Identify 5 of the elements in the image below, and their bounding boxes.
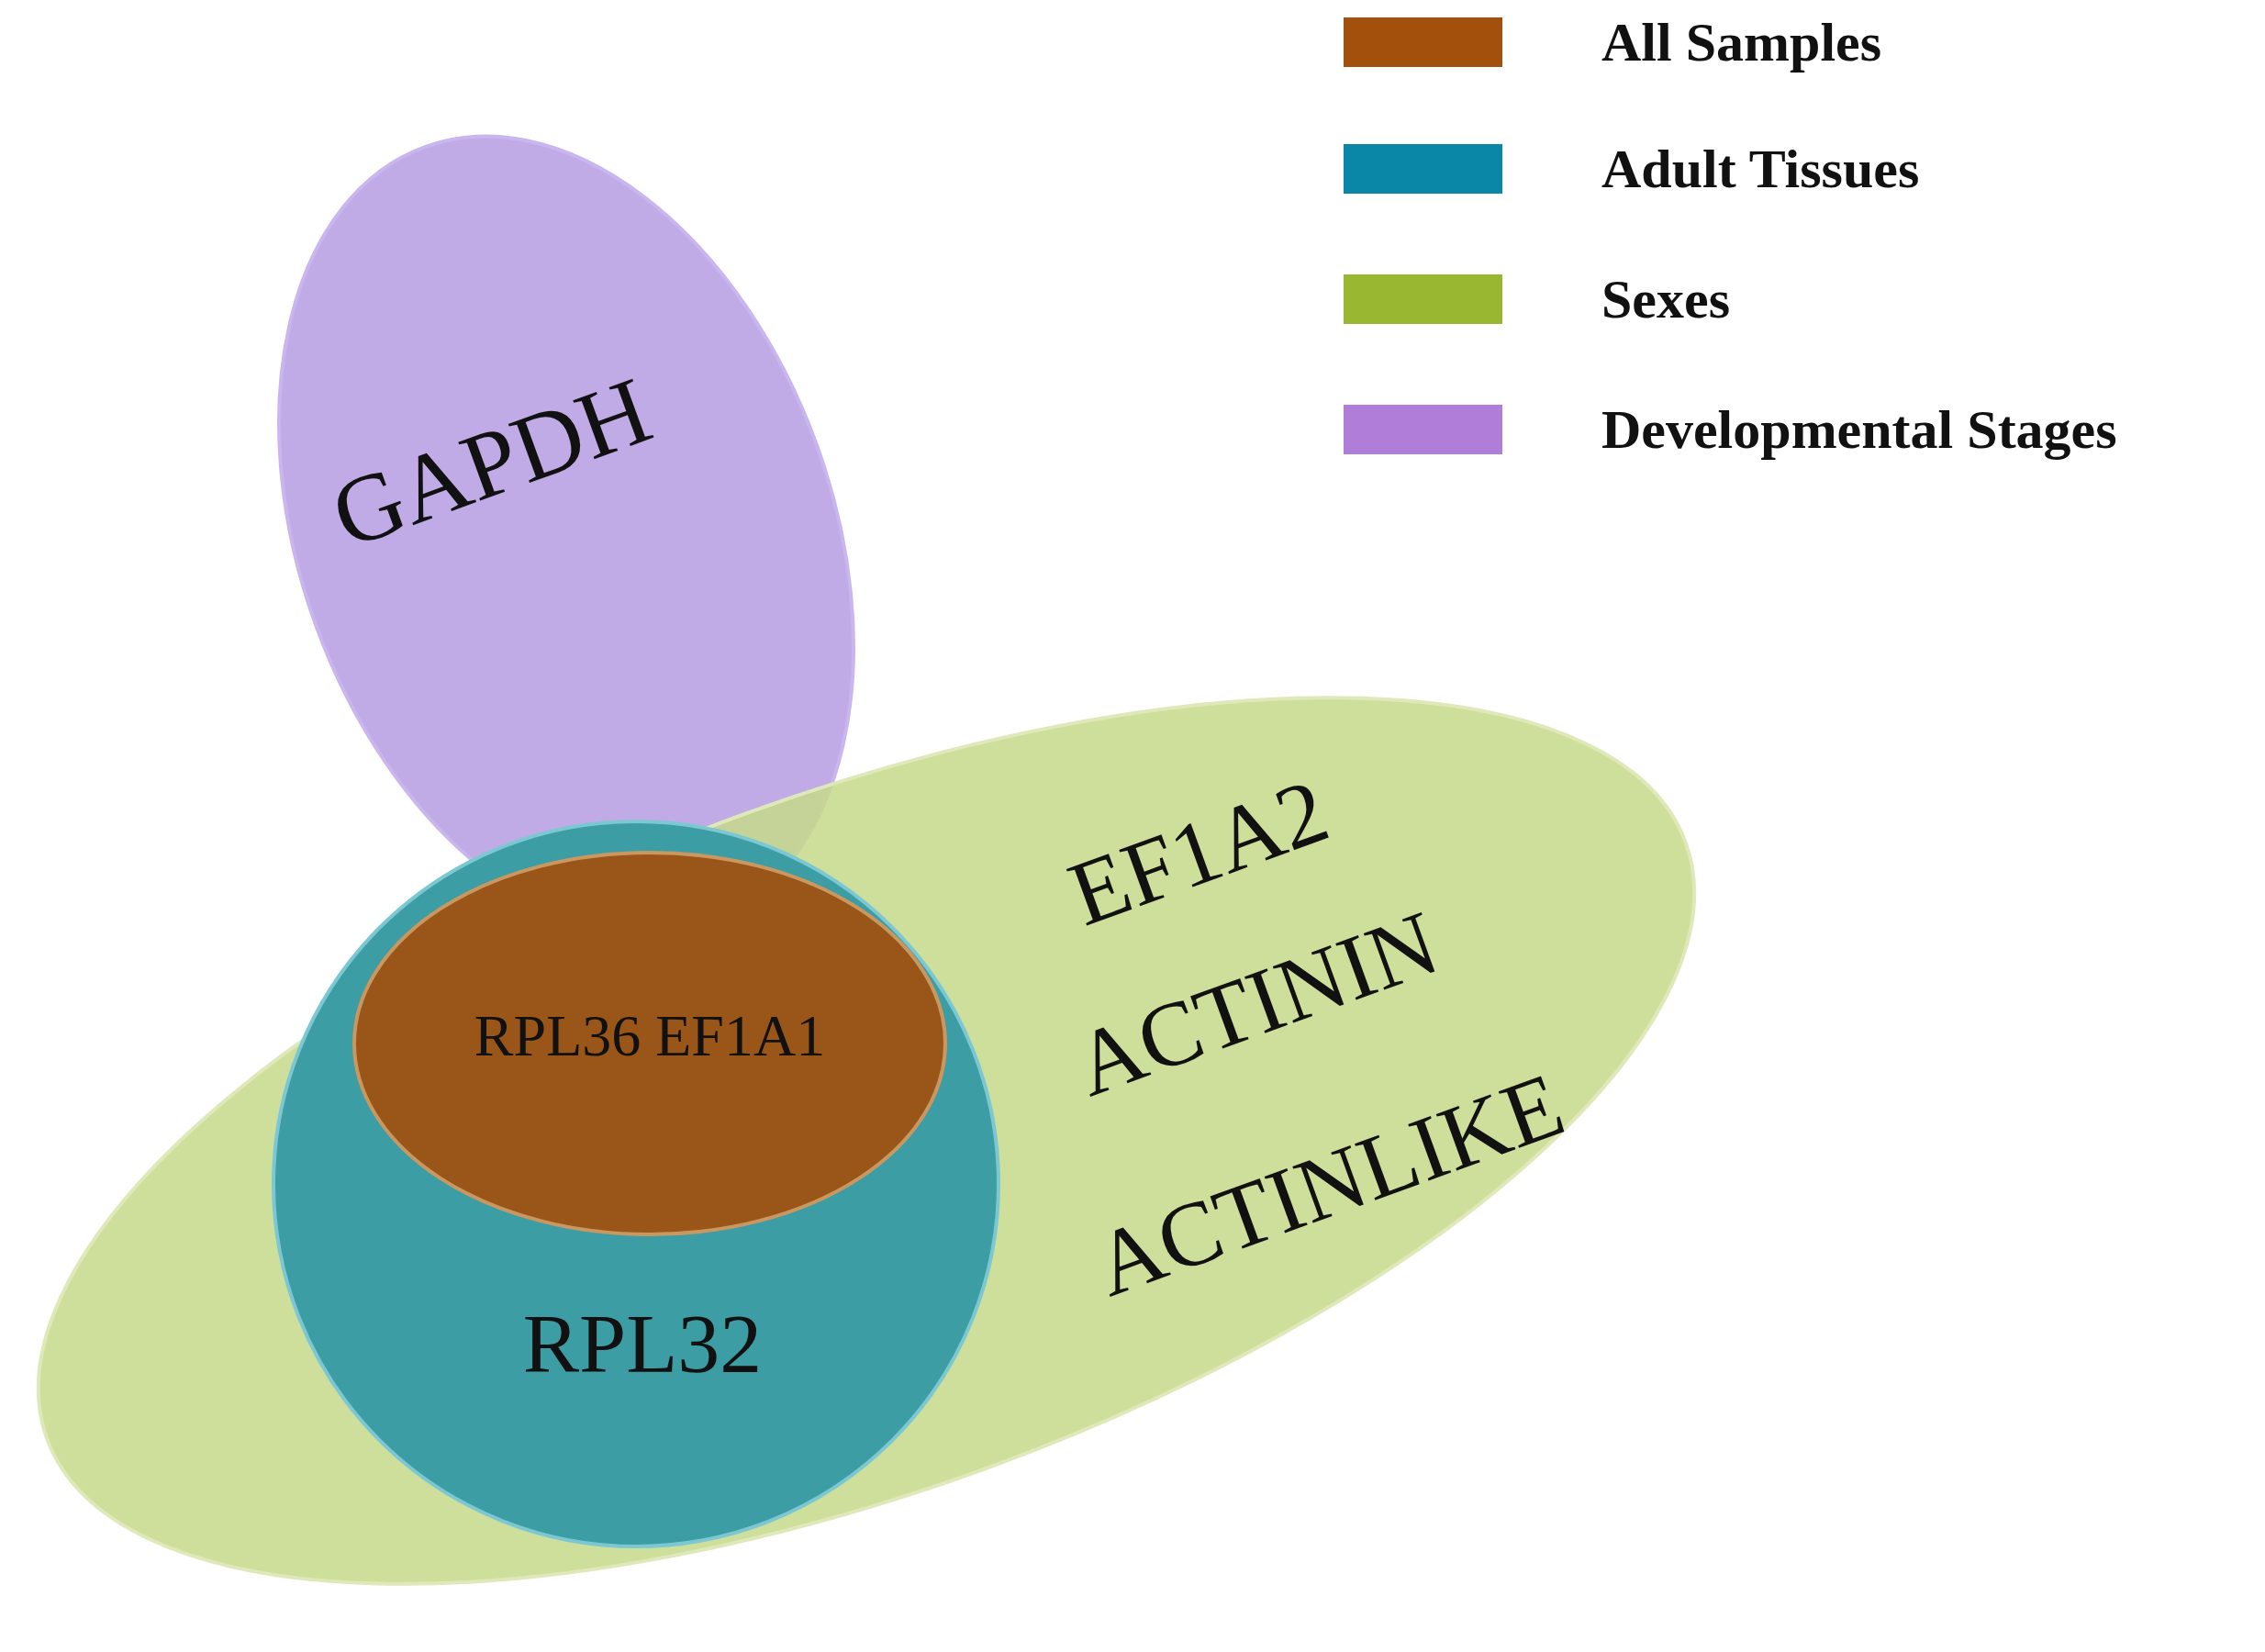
legend-label: Adult Tissues: [1601, 141, 1920, 196]
legend-label: Sexes: [1601, 272, 1730, 327]
gene-label: RPL32: [522, 1301, 763, 1386]
gene-label: RPL36 EF1A1: [474, 1007, 826, 1066]
gene-label: GAPDH: [319, 361, 663, 564]
